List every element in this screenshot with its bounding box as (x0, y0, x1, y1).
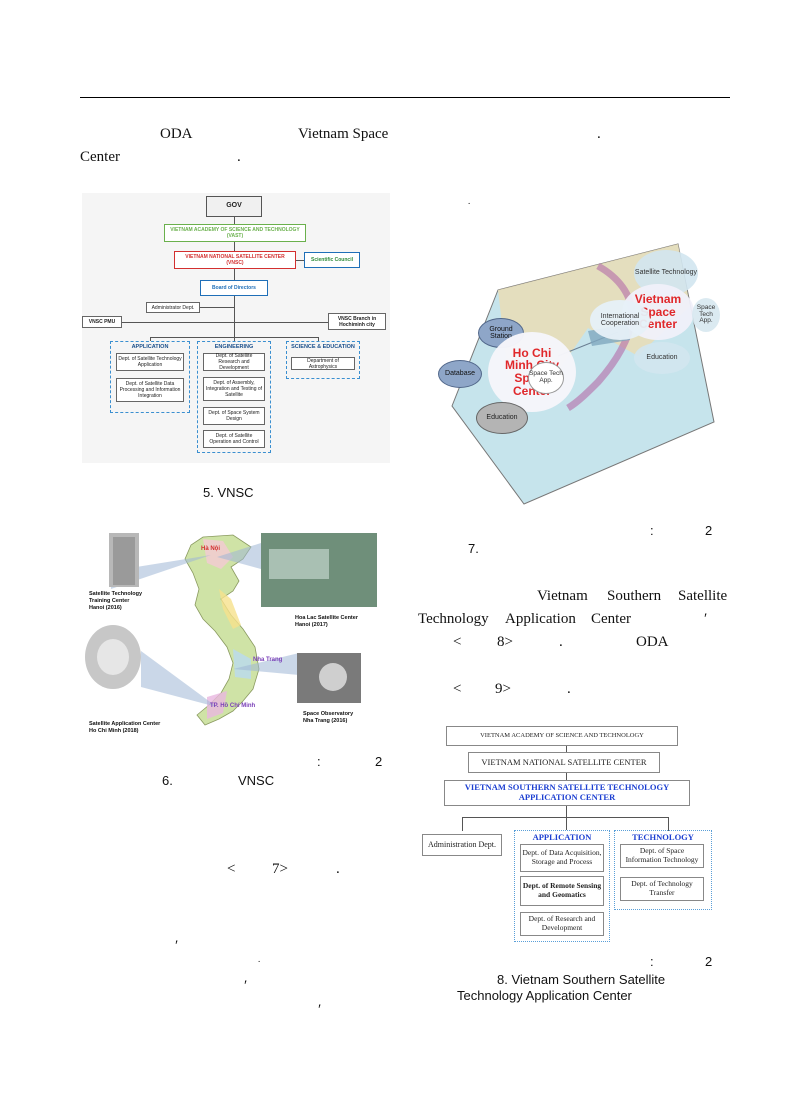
scientific-council-box: Scientific Council (304, 252, 360, 268)
app-dept-9-1: Dept. of Data Acquisition, Storage and P… (520, 844, 604, 872)
application-heading: APPLICATION (131, 344, 169, 350)
r1-vietnam: Vietnam (537, 588, 588, 604)
right-dot-1: . (597, 126, 601, 142)
mark-3: ′ (244, 978, 248, 994)
science-heading: SCIENCE & EDUCATION (291, 344, 355, 350)
application-group-9 (514, 830, 610, 942)
branch-box: VNSC Branch in Hochiminh city (328, 313, 386, 330)
figure-5-caption: 5. VNSC (203, 485, 254, 500)
admin-dept-box: Administrator Dept. (146, 302, 200, 313)
figure-9-caption-line-2: Technology Application Center (457, 988, 632, 1003)
figure-5-org-chart: GOV VIETNAM ACADEMY OF SCIENCE AND TECHN… (82, 193, 390, 463)
figure-7-caption-num: 7. (468, 541, 479, 556)
r4-open: < (453, 681, 462, 697)
mark-4: ′ (318, 1002, 322, 1018)
ellipse-education-left: Education (476, 402, 528, 434)
text-center: Center (80, 149, 120, 165)
board-box: Board of Directors (200, 280, 268, 296)
r2-mark: ′ (704, 611, 708, 627)
technology-heading-9: TECHNOLOGY (632, 832, 694, 842)
vast-box: VIETNAM ACADEMY OF SCIENCE AND TECHNOLOG… (164, 224, 306, 242)
label-hanoi: Hà Nội (201, 546, 221, 552)
r2-center: Center (591, 611, 631, 627)
application-heading-9: APPLICATION (532, 832, 592, 842)
label-hcm: TP. Hồ Chí Minh (210, 703, 256, 709)
admin-dept-box-9: Administration Dept. (422, 834, 502, 856)
ellipse-space-tech-right: Space Tech App. (692, 298, 720, 332)
header-rule (80, 97, 730, 98)
application-group (110, 341, 190, 413)
pmu-box: VNSC PMU (82, 316, 122, 328)
r1-satellite: Satellite (678, 588, 728, 604)
technology-group-9 (614, 830, 712, 910)
vietnam-map-svg (85, 533, 377, 726)
label-nhatrang: Nha Trang (253, 657, 283, 663)
app-dept-9-2: Dept. of Remote Sensing and Geomatics (520, 876, 604, 906)
r3-ref: 8> (497, 634, 513, 650)
app-dept-2: Dept. of Satellite Data Processing and I… (116, 378, 184, 402)
engineering-heading: ENGINEERING (214, 344, 254, 350)
app-dept-1: Dept. of Satellite Technology Applicatio… (116, 353, 184, 371)
vnsc-box: VIETNAM NATIONAL SATELLITE CENTER (VNSC) (174, 251, 296, 269)
figure-6-caption-num: 6. (162, 773, 173, 788)
ref-7: 7> (272, 861, 288, 877)
text-vietnam-space: Vietnam Space (298, 126, 389, 142)
tech-dept-9-2: Dept. of Technology Transfer (620, 877, 704, 901)
eng-dept-2: Dept. of Assembly, Integration and Testi… (203, 377, 265, 401)
r1-southern: Southern (607, 588, 662, 604)
figure-9-source-num: 2 (705, 954, 713, 969)
vast-box-9: VIETNAM ACADEMY OF SCIENCE AND TECHNOLOG… (446, 726, 678, 746)
figure-6-source-num: 2 (375, 754, 383, 769)
right-dot-2: . (468, 196, 471, 206)
ellipse-database: Database (438, 360, 482, 388)
r4-ref: 9> (495, 681, 511, 697)
eng-dept-3: Dept. of Space System Design (203, 407, 265, 425)
eng-dept-1: Dept. of Satellite Research and Developm… (203, 353, 265, 371)
figure-7-source-num: 2 (705, 523, 713, 538)
ref-open: < (227, 861, 236, 877)
eng-dept-4: Dept. of Satellite Operation and Control (203, 430, 265, 448)
gov-box: GOV (206, 196, 262, 217)
sci-dept-1: Department of Astrophysics (291, 357, 355, 370)
ref-dot: . (336, 861, 340, 877)
engineering-group (197, 341, 271, 453)
mark-1: ′ (175, 938, 179, 954)
figure-6-map: Hà Nội Nha Trang TP. Hồ Chí Minh Satelli… (83, 529, 383, 739)
figure-7-source-colon: : (650, 523, 654, 538)
text-dot: . (237, 149, 241, 165)
figure-9-caption-line-1: 8. Vietnam Southern Satellite (497, 972, 666, 987)
science-group (286, 341, 360, 379)
vnsc-box-9: VIETNAM NATIONAL SATELLITE CENTER (468, 752, 660, 773)
figure-6-caption: VNSC (238, 773, 275, 788)
figure-9-source-colon: : (650, 954, 654, 969)
ellipse-space-tech-left: Space Tech App. (528, 362, 564, 394)
figure-6-source-colon: : (317, 754, 321, 769)
figure-9-org-chart: VIETNAM ACADEMY OF SCIENCE AND TECHNOLOG… (418, 724, 718, 944)
app-dept-9-3: Dept. of Research and Development (520, 912, 604, 936)
r2-application: Application (505, 611, 576, 627)
mark-2: . (258, 954, 261, 964)
text-oda: ODA (160, 126, 193, 142)
r3-dot: . (559, 634, 563, 650)
ellipse-education-right: Education (634, 342, 690, 374)
r2-technology: Technology (418, 611, 489, 627)
r3-open: < (453, 634, 462, 650)
r3-oda: ODA (636, 634, 669, 650)
r4-dot: . (567, 681, 571, 697)
tech-dept-9-1: Dept. of Space Information Technology (620, 844, 704, 868)
ellipse-international-cooperation: International Cooperation (590, 300, 650, 340)
